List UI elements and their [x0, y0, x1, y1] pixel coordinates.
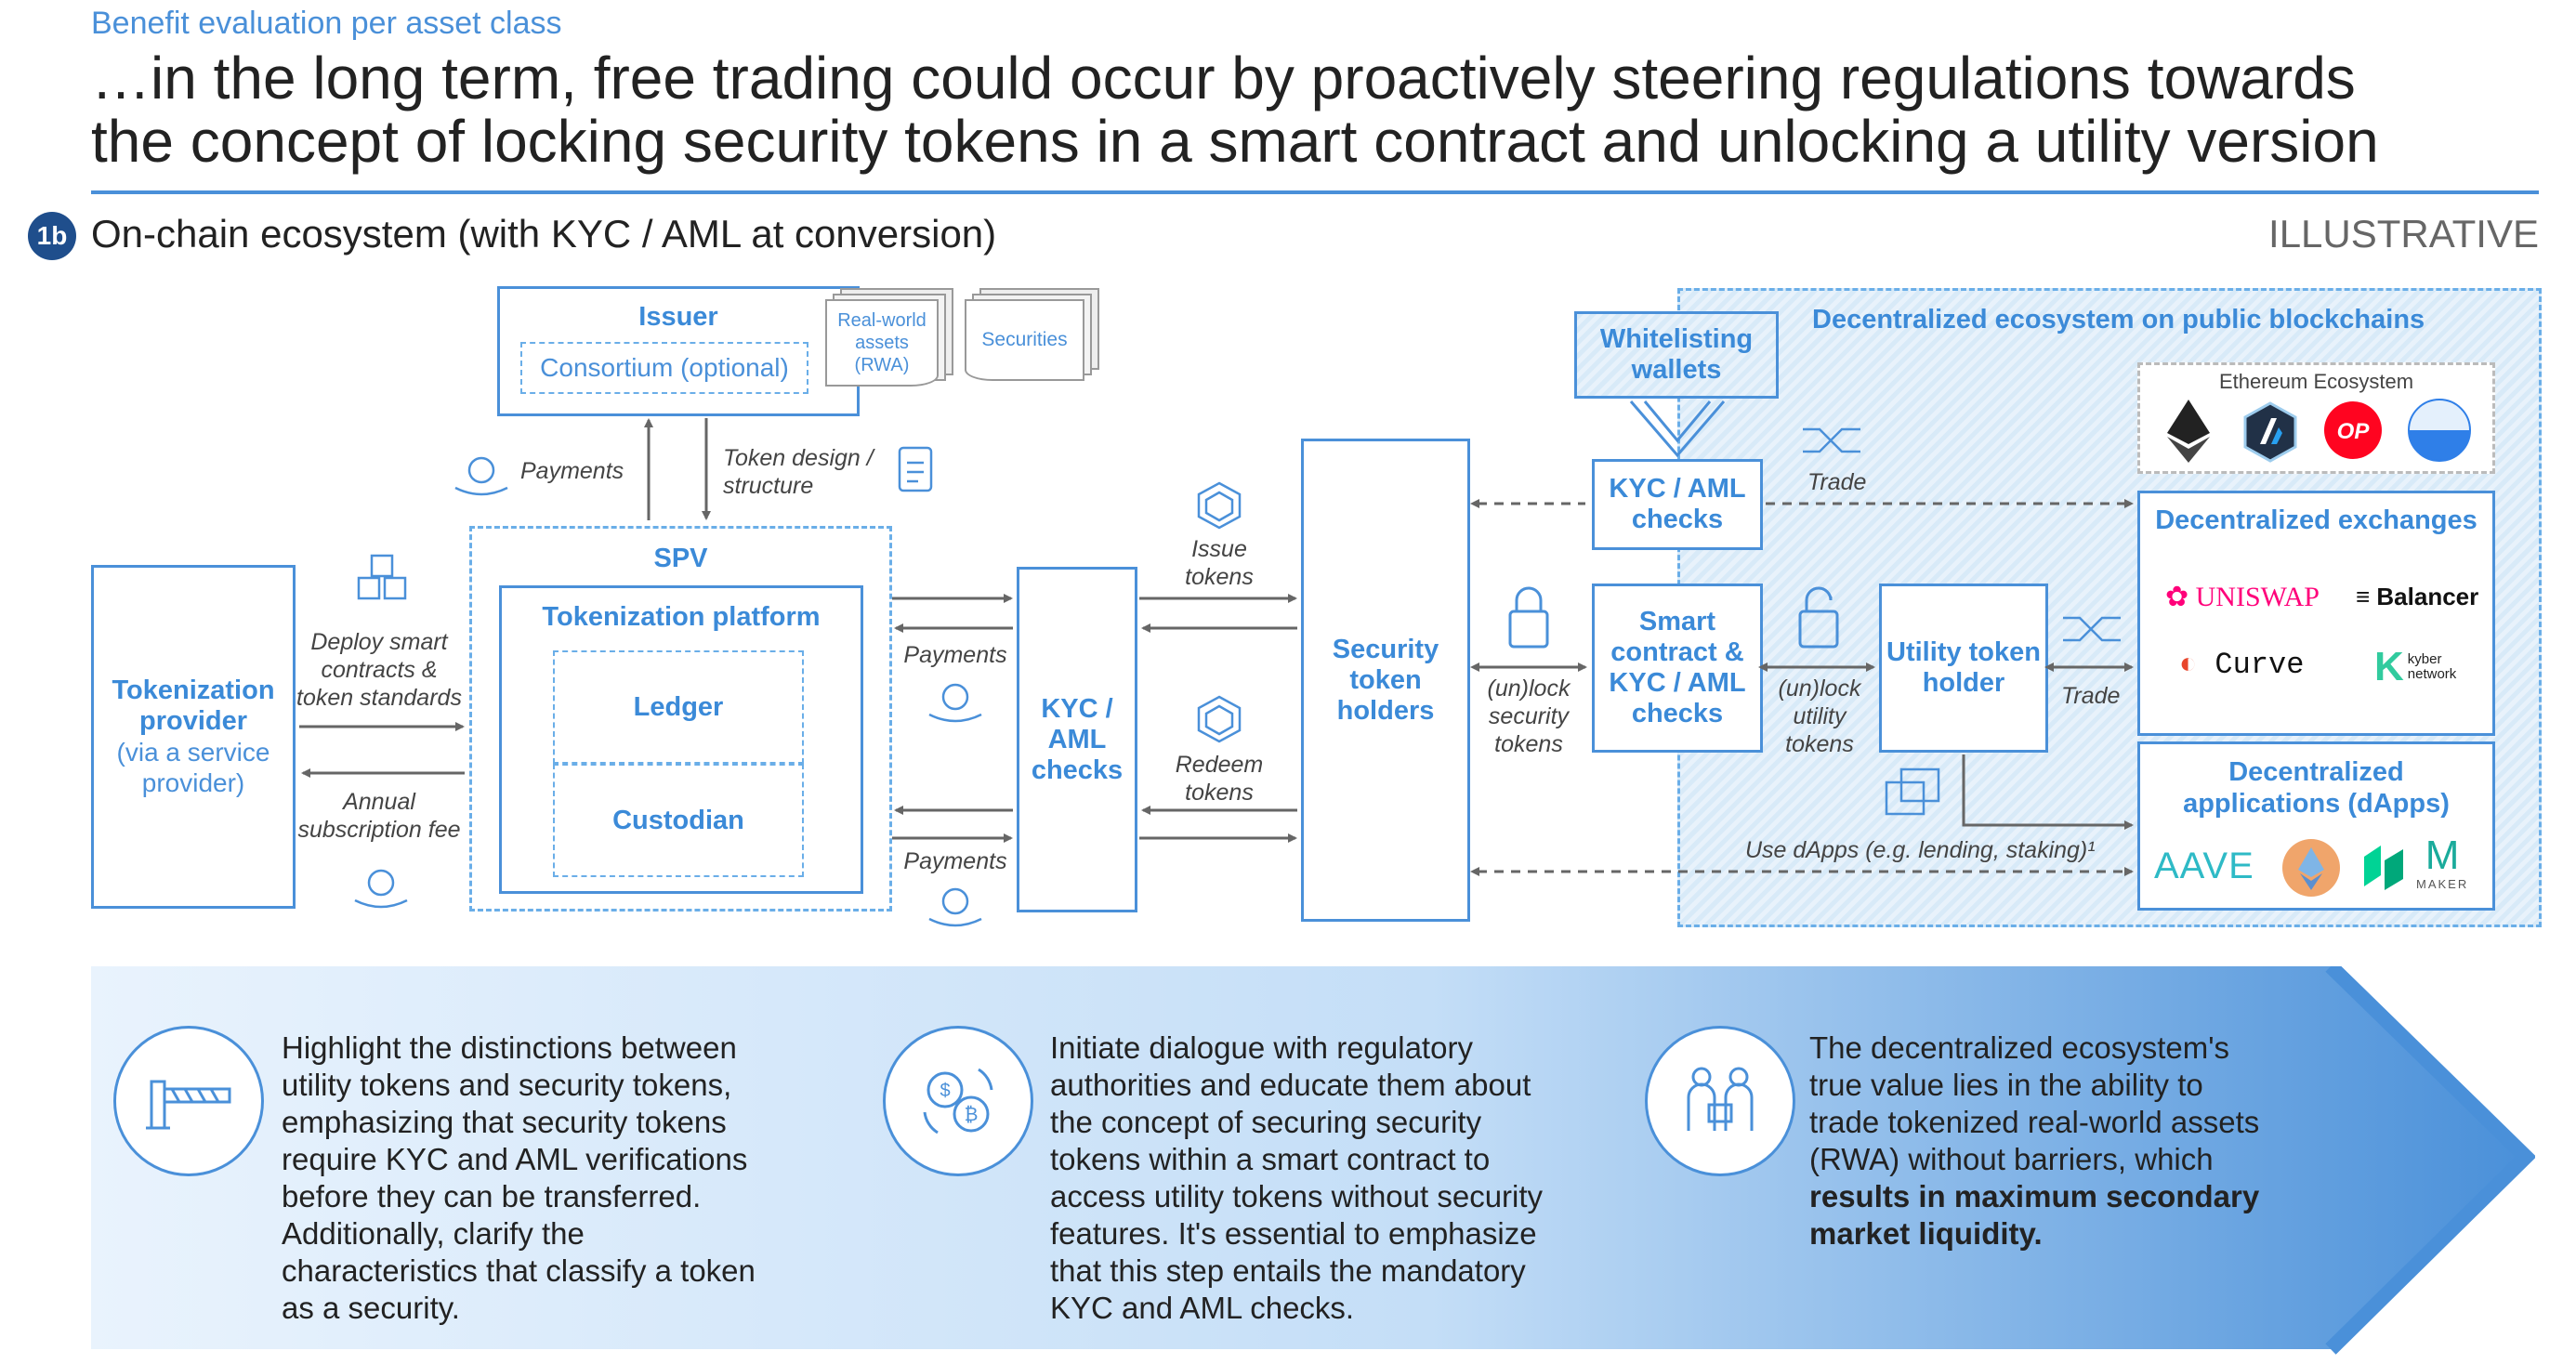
trade-label-utility: Trade [2061, 683, 2121, 709]
trade-shuffle-icons [1803, 427, 2121, 642]
lock-icons [1508, 586, 1839, 649]
arbitrum-icon [2243, 401, 2297, 463]
header-divider [91, 190, 2539, 194]
diagram-connectors [299, 400, 2134, 927]
token-design-icon [898, 446, 933, 492]
barrier-icon [113, 1026, 264, 1176]
trade-label-top: Trade [1807, 469, 1867, 495]
aave-logo: AAVE [2154, 846, 2254, 886]
balancer-icon: ≡ [2356, 583, 2371, 610]
unlock-security-label: (un)lock security tokens [1487, 675, 1571, 757]
bottom-col1-text: Highlight the distinctions between utili… [282, 1030, 756, 1325]
ethereum-ecosystem-label: Ethereum Ecosystem [2218, 370, 2414, 393]
ethereum-icon [2167, 400, 2210, 463]
security-token-holders-box: Security token holders [1301, 439, 1470, 922]
maker-logo: M MAKER [2416, 833, 2469, 892]
dapps-title: Decentralized applications (dApps) [2183, 757, 2450, 819]
use-dapps-label: Use dApps (e.g. lending, staking)¹ [1745, 837, 2096, 863]
rwa-label: Real-world assets (RWA) [837, 310, 927, 375]
optimism-icon: OP [2324, 401, 2382, 459]
ledger-label: Ledger [633, 691, 724, 722]
bottom-col3-normal: The decentralized ecosystem's true value… [1809, 1030, 2260, 1176]
whitelisting-wallets-label: Whitelisting wallets [1599, 324, 1754, 385]
people-trading-icon [1645, 1026, 1795, 1176]
bottom-col3-bold: results in maximum secondary market liqu… [1809, 1179, 2260, 1251]
payments-label-bottom: Payments [903, 848, 1007, 874]
uniswap-icon: ✿ [2165, 582, 2189, 612]
kyc-aml-label: KYC / AML checks [1031, 693, 1124, 785]
bottom-arrow-banner [91, 966, 2535, 1355]
issuer-label: Issuer [638, 302, 718, 332]
redeem-tokens-label: Redeem tokens [1175, 752, 1264, 806]
section-title: On-chain ecosystem (with KYC / AML at co… [91, 212, 997, 256]
securities-label: Securities [981, 329, 1068, 350]
annual-fee-label: Annual subscription fee [297, 789, 461, 843]
compound-icon [2364, 846, 2403, 890]
page-title-line1: …in the long term, free trading could oc… [91, 45, 2356, 111]
securities-doc-stack: Securities [965, 288, 1104, 381]
currency-exchange-icon: $₿ [883, 1026, 1033, 1176]
illustrative-tag: ILLUSTRATIVE [2268, 212, 2539, 256]
smart-contract-label: Smart contract & KYC / AML checks [1609, 607, 1746, 728]
custodian-label: Custodian [612, 805, 744, 835]
tokenization-platform-label: Tokenization platform [542, 602, 821, 632]
page-subtitle: Benefit evaluation per asset class [91, 6, 562, 41]
base-icon [2408, 399, 2471, 462]
dex-title: Decentralized exchanges [2155, 505, 2477, 535]
consortium-box: Consortium (optional) [520, 342, 808, 394]
kyber-label: kyber network [2407, 651, 2457, 682]
svg-text:$: $ [940, 1081, 950, 1101]
dapps-window-icon [1885, 767, 1940, 816]
rwa-doc-stack: Real-world assets (RWA) [825, 288, 955, 387]
maker-icon: M [2425, 833, 2460, 878]
kyber-icon: K [2374, 644, 2404, 689]
payment-hand-icons [354, 456, 982, 927]
curve-icon: ◐ [2179, 648, 2198, 682]
kyc-aml-box: KYC / AML checks [1017, 567, 1137, 912]
curve-label: Curve [2215, 648, 2305, 682]
kyc-aml-top-box: KYC / AML checks [1592, 459, 1763, 550]
bottom-col3-text: The decentralized ecosystem's true value… [1809, 1030, 2274, 1253]
issue-tokens-label: Issue tokens [1185, 536, 1254, 590]
decentralized-exchanges-box [2137, 491, 2495, 736]
balancer-label: Balancer [2376, 583, 2479, 610]
svg-text:₿: ₿ [965, 1105, 979, 1125]
tokenization-provider-title: Tokenization provider [112, 675, 275, 736]
page-title-line2: the concept of locking security tokens i… [91, 108, 2379, 175]
spv-area [469, 526, 892, 912]
curve-logo: ◐ Curve [2179, 648, 2304, 682]
deploy-cubes-icon [357, 554, 407, 600]
balancer-logo: ≡ Balancer [2356, 583, 2478, 611]
page-title: …in the long term, free trading could oc… [91, 46, 2379, 173]
utility-token-holder-label: Utility token holder [1886, 637, 2041, 698]
whitelisting-wallets-box: Whitelisting wallets [1574, 311, 1779, 399]
ledger-box: Ledger [553, 650, 804, 764]
consortium-label: Consortium (optional) [540, 353, 789, 382]
token-design-label: Token design / structure [723, 445, 874, 499]
section-badge: 1b [28, 212, 76, 260]
tokenization-provider-sub: (via a service provider) [116, 738, 270, 797]
smart-contract-box: Smart contract & KYC / AML checks [1592, 584, 1763, 753]
kyber-logo: K kyber network [2374, 644, 2473, 690]
spv-label: SPV [653, 544, 708, 573]
utility-token-holder-box: Utility token holder [1879, 584, 2048, 753]
token-coin-icons [1197, 481, 1242, 743]
kyc-aml-top-label: KYC / AML checks [1609, 474, 1746, 534]
bottom-col2-text: Initiate dialogue with regulatory author… [1050, 1030, 1544, 1325]
custodian-box: Custodian [553, 764, 804, 877]
lido-icon [2282, 839, 2340, 897]
payments-label-top: Payments [520, 458, 624, 484]
uniswap-logo: ✿ UNISWAP [2165, 581, 2320, 613]
payments-label-mid: Payments [903, 642, 1007, 668]
tokenization-provider-box: Tokenization provider (via a service pro… [91, 565, 296, 909]
decentralized-ecosystem-title: Decentralized ecosystem on public blockc… [1812, 305, 2425, 334]
security-token-holders-label: Security token holders [1332, 634, 1439, 726]
op-logo-text: OP [2337, 419, 2371, 444]
uniswap-label: UNISWAP [2195, 582, 2320, 612]
deploy-label: Deploy smart contracts & token standards [296, 629, 462, 711]
unlock-utility-label: (un)lock utility tokens [1778, 675, 1861, 757]
maker-label: MAKER [2416, 877, 2469, 891]
